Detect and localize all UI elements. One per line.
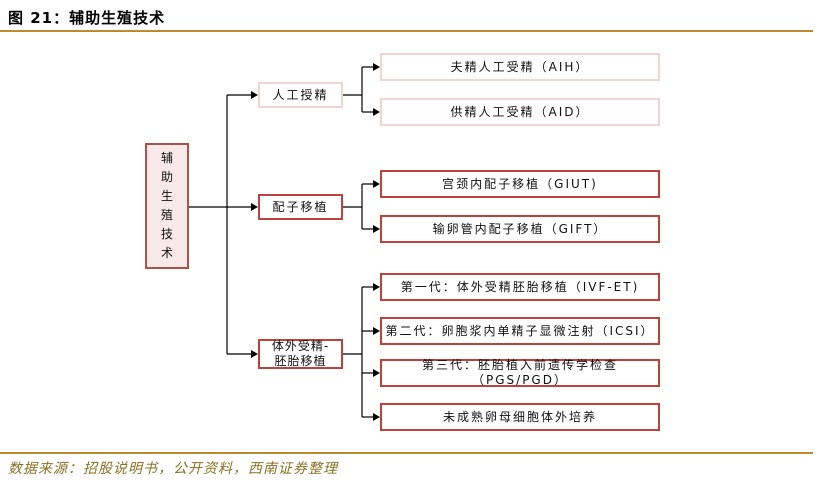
data-source-note: 数据来源：招股说明书，公开资料，西南证券整理 [8, 461, 338, 477]
branch-label: 配子移植 [272, 199, 329, 214]
branch-node-artificial-insemination: 人工授精 [258, 82, 343, 108]
leaf-label: 第一代：体外受精胚胎移植（IVF-ET) [400, 279, 640, 294]
root-node-label: 辅助生殖技术 [160, 151, 173, 260]
leaf-label: 第二代：卵胞浆内单精子显微注射（ICSI） [385, 323, 655, 338]
branch-label: 人工授精 [272, 87, 329, 102]
branch-label: 体外受精- 胚胎移植 [271, 339, 330, 368]
leaf-node-immature-oocyte-culture: 未成熟卵母细胞体外培养 [380, 403, 660, 431]
leaf-node-giut: 宫颈内配子移植（GIUT) [380, 170, 660, 198]
branch-node-gamete-transfer: 配子移植 [258, 194, 343, 220]
branch-node-ivf-embryo-transfer: 体外受精- 胚胎移植 [258, 339, 343, 369]
root-node-assisted-reproduction: 辅助生殖技术 [145, 143, 189, 269]
leaf-node-aid: 供精人工受精（AID） [380, 98, 660, 126]
top-gold-rule [0, 30, 813, 32]
leaf-label: 供精人工受精（AID） [450, 104, 590, 119]
leaf-label: 第三代：胚胎植入前遗传学检查（PGS/PGD） [421, 358, 618, 387]
leaf-node-gen3-pgs-pgd: 第三代：胚胎植入前遗传学检查（PGS/PGD） [380, 358, 660, 387]
leaf-label: 未成熟卵母细胞体外培养 [442, 409, 597, 424]
leaf-label: 宫颈内配子移植（GIUT) [442, 176, 598, 191]
leaf-label: 输卵管内配子移植（GIFT） [432, 221, 608, 236]
leaf-node-aih: 夫精人工受精（AIH） [380, 53, 660, 81]
figure-title: 图 21：辅助生殖技术 [8, 9, 166, 27]
leaf-node-gen2-icsi: 第二代：卵胞浆内单精子显微注射（ICSI） [380, 317, 660, 345]
leaf-label: 夫精人工受精（AIH） [450, 59, 590, 74]
leaf-node-gift: 输卵管内配子移植（GIFT） [380, 215, 660, 243]
bottom-gold-rule [0, 452, 813, 454]
leaf-node-gen1-ivf-et: 第一代：体外受精胚胎移植（IVF-ET) [380, 273, 660, 301]
